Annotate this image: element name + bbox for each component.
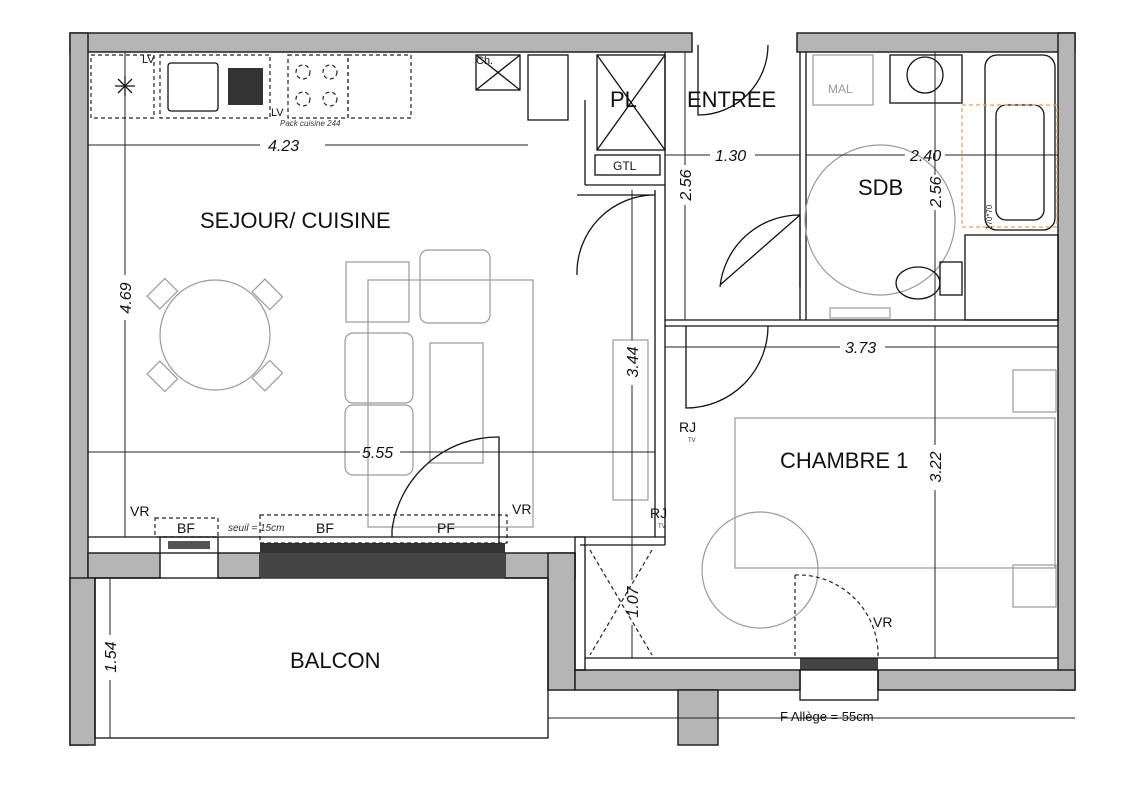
room-label-sejour: SEJOUR/ CUISINE [200,208,391,233]
label-pack-cuisine: Pack cuisine 244 [280,119,341,128]
label-lv-1: LV [142,54,155,66]
doors [391,44,879,659]
room-label-entree: ENTREE [687,87,776,112]
dim-entree-depth: 2.56 [678,169,695,201]
label-rj-1: RJ [679,419,696,435]
label-vr-left: VR [130,503,149,519]
label-vr-chambre: VR [873,614,892,630]
label-lv-2: LV [271,107,284,119]
dim-corridor: 3.44 [625,346,642,377]
dim-entree-width: 1.30 [715,148,746,165]
dim-sdb-depth: 2.56 [928,176,945,208]
furniture [146,54,1059,629]
dim-balcon-depth: 1.54 [103,641,120,672]
room-label-chambre: CHAMBRE 1 [780,448,908,473]
label-chaudiere: Ch. [476,55,493,67]
label-rj-2: RJ [650,505,667,521]
room-label-balcon: BALCON [290,648,380,673]
dim-sdb-width: 2.40 [909,148,941,165]
label-tv-2: TV [658,524,666,530]
label-mal: MAL [828,82,853,96]
label-seuil: seuil = 15cm [228,523,284,534]
room-label-sdb: SDB [858,175,903,200]
dim-chambre-depth: 3.22 [928,451,945,482]
label-bf-1: BF [177,520,195,536]
dim-placard: 1.07 [625,585,642,617]
dimension-lines [88,52,1058,738]
windows [154,514,879,701]
label-tv-1: TV [688,438,696,444]
dim-sejour-full: 5.55 [362,445,393,462]
dim-sejour-depth: 4.69 [118,282,135,313]
label-pf: PF [437,520,455,536]
kitchen-counter [90,54,666,176]
label-bath-size: 170*70 [985,204,994,230]
dim-chambre-width: 3.73 [845,340,876,357]
dim-sejour-width: 4.23 [268,138,299,155]
room-label-pl: PL [610,87,637,112]
label-allege: F Allège = 55cm [780,709,874,724]
label-vr-mid: VR [512,501,531,517]
label-bf-2: BF [316,520,334,536]
label-gtl: GTL [613,159,637,173]
walls [69,32,1076,746]
